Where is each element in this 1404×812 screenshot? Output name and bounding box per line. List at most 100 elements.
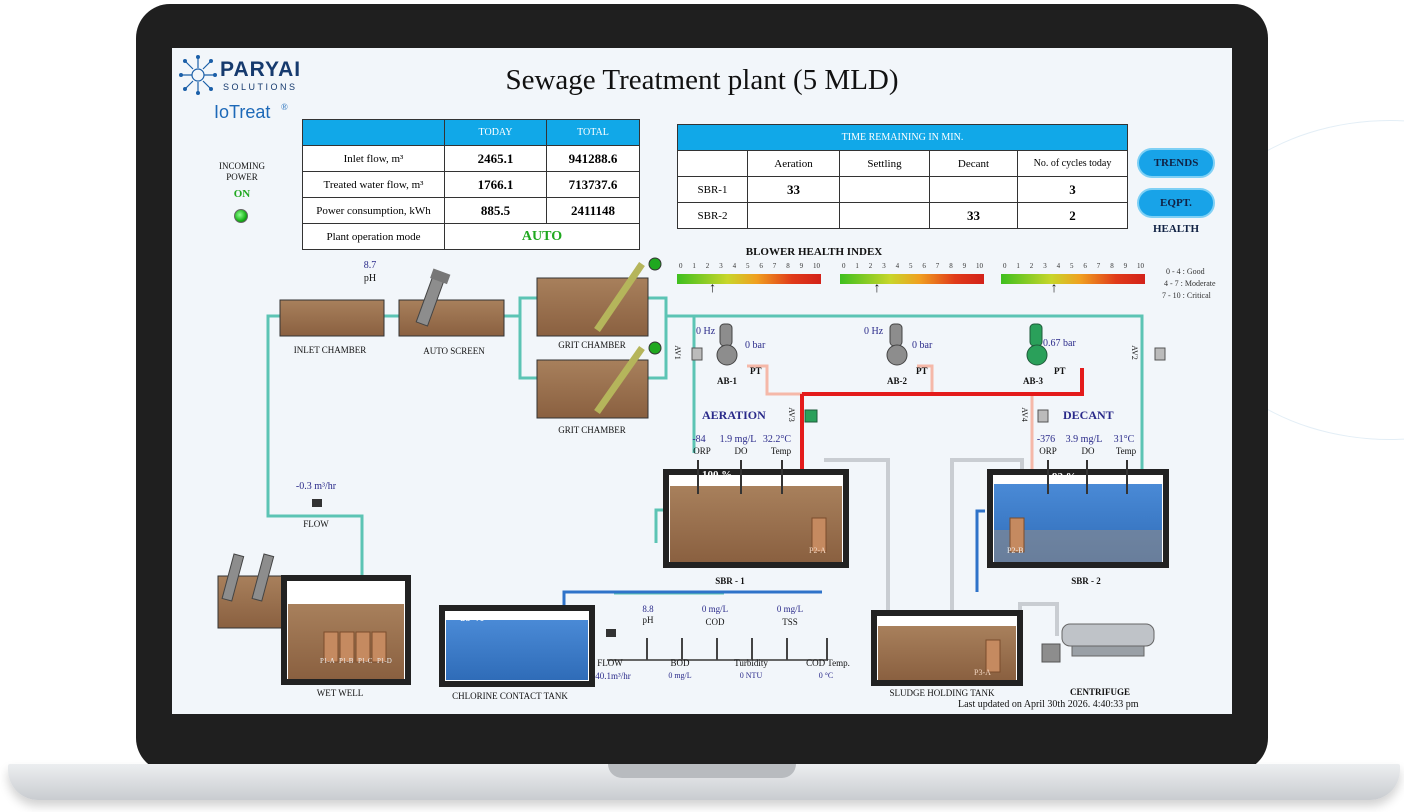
inlet-chamber-label: INLET CHAMBER [293,345,367,355]
mode-label: Plant operation mode [302,223,445,250]
sbr-name: SBR-2 [677,202,748,229]
brand-logo: PARYAI SOLUTIONS IoTreat ® [178,54,328,124]
pump-p1d-label: P1-D [377,657,392,665]
grit-chamber-1-tank [536,277,649,337]
sbr2-do-value: 3.9 mg/L [1065,434,1103,445]
auto-screen-icon [415,268,451,327]
gauge-bar [677,274,821,284]
gauge-tick-label: 9 [962,262,967,270]
trends-button[interactable]: TRENDS [1137,148,1215,178]
power-status: ON [233,188,251,200]
outlet-codtemp-value: 0 °C [818,671,834,680]
valve-av1-label: AV1 [672,345,682,360]
eqpt-health-button[interactable]: EQPT. HEALTH [1137,188,1215,235]
sbr1-level: 100 % [702,469,733,481]
laptop-notch [608,764,796,778]
chlorine-level: 89 % [460,612,485,624]
table-row: Power consumption, kWh 885.5 2411148 [302,197,640,224]
sbr2-name: SBR - 2 [1071,576,1101,586]
ab1-pt: PT [750,366,762,376]
gauge-bar [1001,274,1145,284]
sbr1-do-value: 1.9 mg/L [719,434,757,445]
gauge-tick-label: 7 [935,262,940,270]
ab2-pressure: 0 bar [912,340,933,351]
gauge-tick-label: 4 [732,262,737,270]
auto-screen-tank [398,299,505,337]
grit-classifier-icons [594,262,645,415]
outlet-ph-label: pH [642,615,654,625]
gauge-tick-label: 3 [1043,262,1047,270]
gauge-tick-label: 9 [799,262,804,270]
product-name: IoTreat [214,102,271,122]
outlet-bod-value: 0 mg/L [668,671,692,680]
time-remaining-table: TIME REMAINING IN MIN. Aeration Settling… [677,124,1128,229]
sludge-to-centrifuge [1018,602,1059,636]
valve-av2-label: AV2 [1129,345,1139,360]
centrifuge-label: CENTRIFUGE [1069,687,1131,697]
ab3-label: AB-3 [1023,376,1043,386]
gauge-tick-label: 4 [895,262,900,270]
gauge-tick-label: 3 [719,262,723,270]
pipe-wetwell-inlet [266,314,364,603]
pump-p3a-icon [985,639,1001,673]
blower-health-title: BLOWER HEALTH INDEX [745,246,883,258]
wet-well-label: WET WELL [316,688,364,698]
gauge-tick-label: 9 [1123,262,1128,270]
pump-p1a-label: P1-A [320,657,335,665]
pipe-grit-sbr [648,296,1144,476]
valve-av3-icon [804,409,818,423]
pump-p1c-label: P1-C [358,657,373,665]
scada-screen: PARYAI SOLUTIONS IoTreat ® Sewage Treatm… [172,48,1232,714]
gauge-tick-label: 0 [679,262,683,270]
flow-table-header-blank [302,119,445,146]
ab1-hz: 0 Hz [696,326,716,337]
outlet-flow-meter-icon [606,629,616,637]
brand-name: PARYAI [220,58,302,81]
gauge-tick-label: 10 [813,262,820,270]
row-today: 1766.1 [444,171,547,198]
last-updated: Last updated on April 30th 2026. 4:40:33… [958,699,1139,710]
valve-av2-icon [1154,347,1166,361]
sbr1-temp-label: Temp [770,446,792,456]
gauge-pointer-icon: ↑ [873,281,881,296]
outlet-tss-label: TSS [782,617,798,627]
gauge-tick-label: 0 [1003,262,1007,270]
gauge-tick-label: 2 [1029,262,1034,270]
sbr2-temp-label: Temp [1115,446,1137,456]
sbr1-orp-label: ORP [693,446,711,456]
health-legend-moderate: 4 - 7 : Moderate [1164,279,1216,288]
blower-ab1-icon [716,323,738,366]
flow-table-header-total: TOTAL [546,119,640,146]
row-total: 941288.6 [546,145,640,172]
pump-p2a-icon [811,517,827,553]
gauge-tick-label: 7 [772,262,777,270]
settling-time [839,202,930,229]
power-indicator-led [234,209,248,223]
time-header-blank [677,150,748,177]
table-row: Treated water flow, m³ 1766.1 713737.6 [302,171,640,198]
cycles-today: 2 [1017,202,1128,229]
gauge-tick-label: 7 [1096,262,1101,270]
inlet-ph-value: 8.7 [363,260,377,271]
row-today: 885.5 [444,197,547,224]
sbr2-do-label: DO [1081,446,1095,456]
sbr1-name: SBR - 1 [715,576,745,586]
sbr2-temp-value: 31°C [1113,434,1135,445]
valve-av1-icon [691,347,703,361]
gauge-tick-label: 8 [1110,262,1114,270]
pump-p1b-label: P1-B [339,657,354,665]
gauge-tick-label: 2 [868,262,873,270]
outlet-sensor-ticks [646,638,828,660]
page-title: Sewage Treatment plant (5 MLD) [505,64,899,96]
inlet-flow-value: -0.3 m³/hr [295,481,337,492]
gauge-tick-label: 2 [705,262,710,270]
wet-well-level: 72 % [298,583,323,595]
inlet-flow-label: FLOW [303,519,329,529]
inlet-ph-label: pH [363,273,377,284]
outlet-flow-value: 40.1m³/hr [595,671,631,681]
gauge-tick-label: 3 [882,262,886,270]
sbr2-pump-label: P2-B [1007,546,1024,555]
settling-time [839,176,930,203]
